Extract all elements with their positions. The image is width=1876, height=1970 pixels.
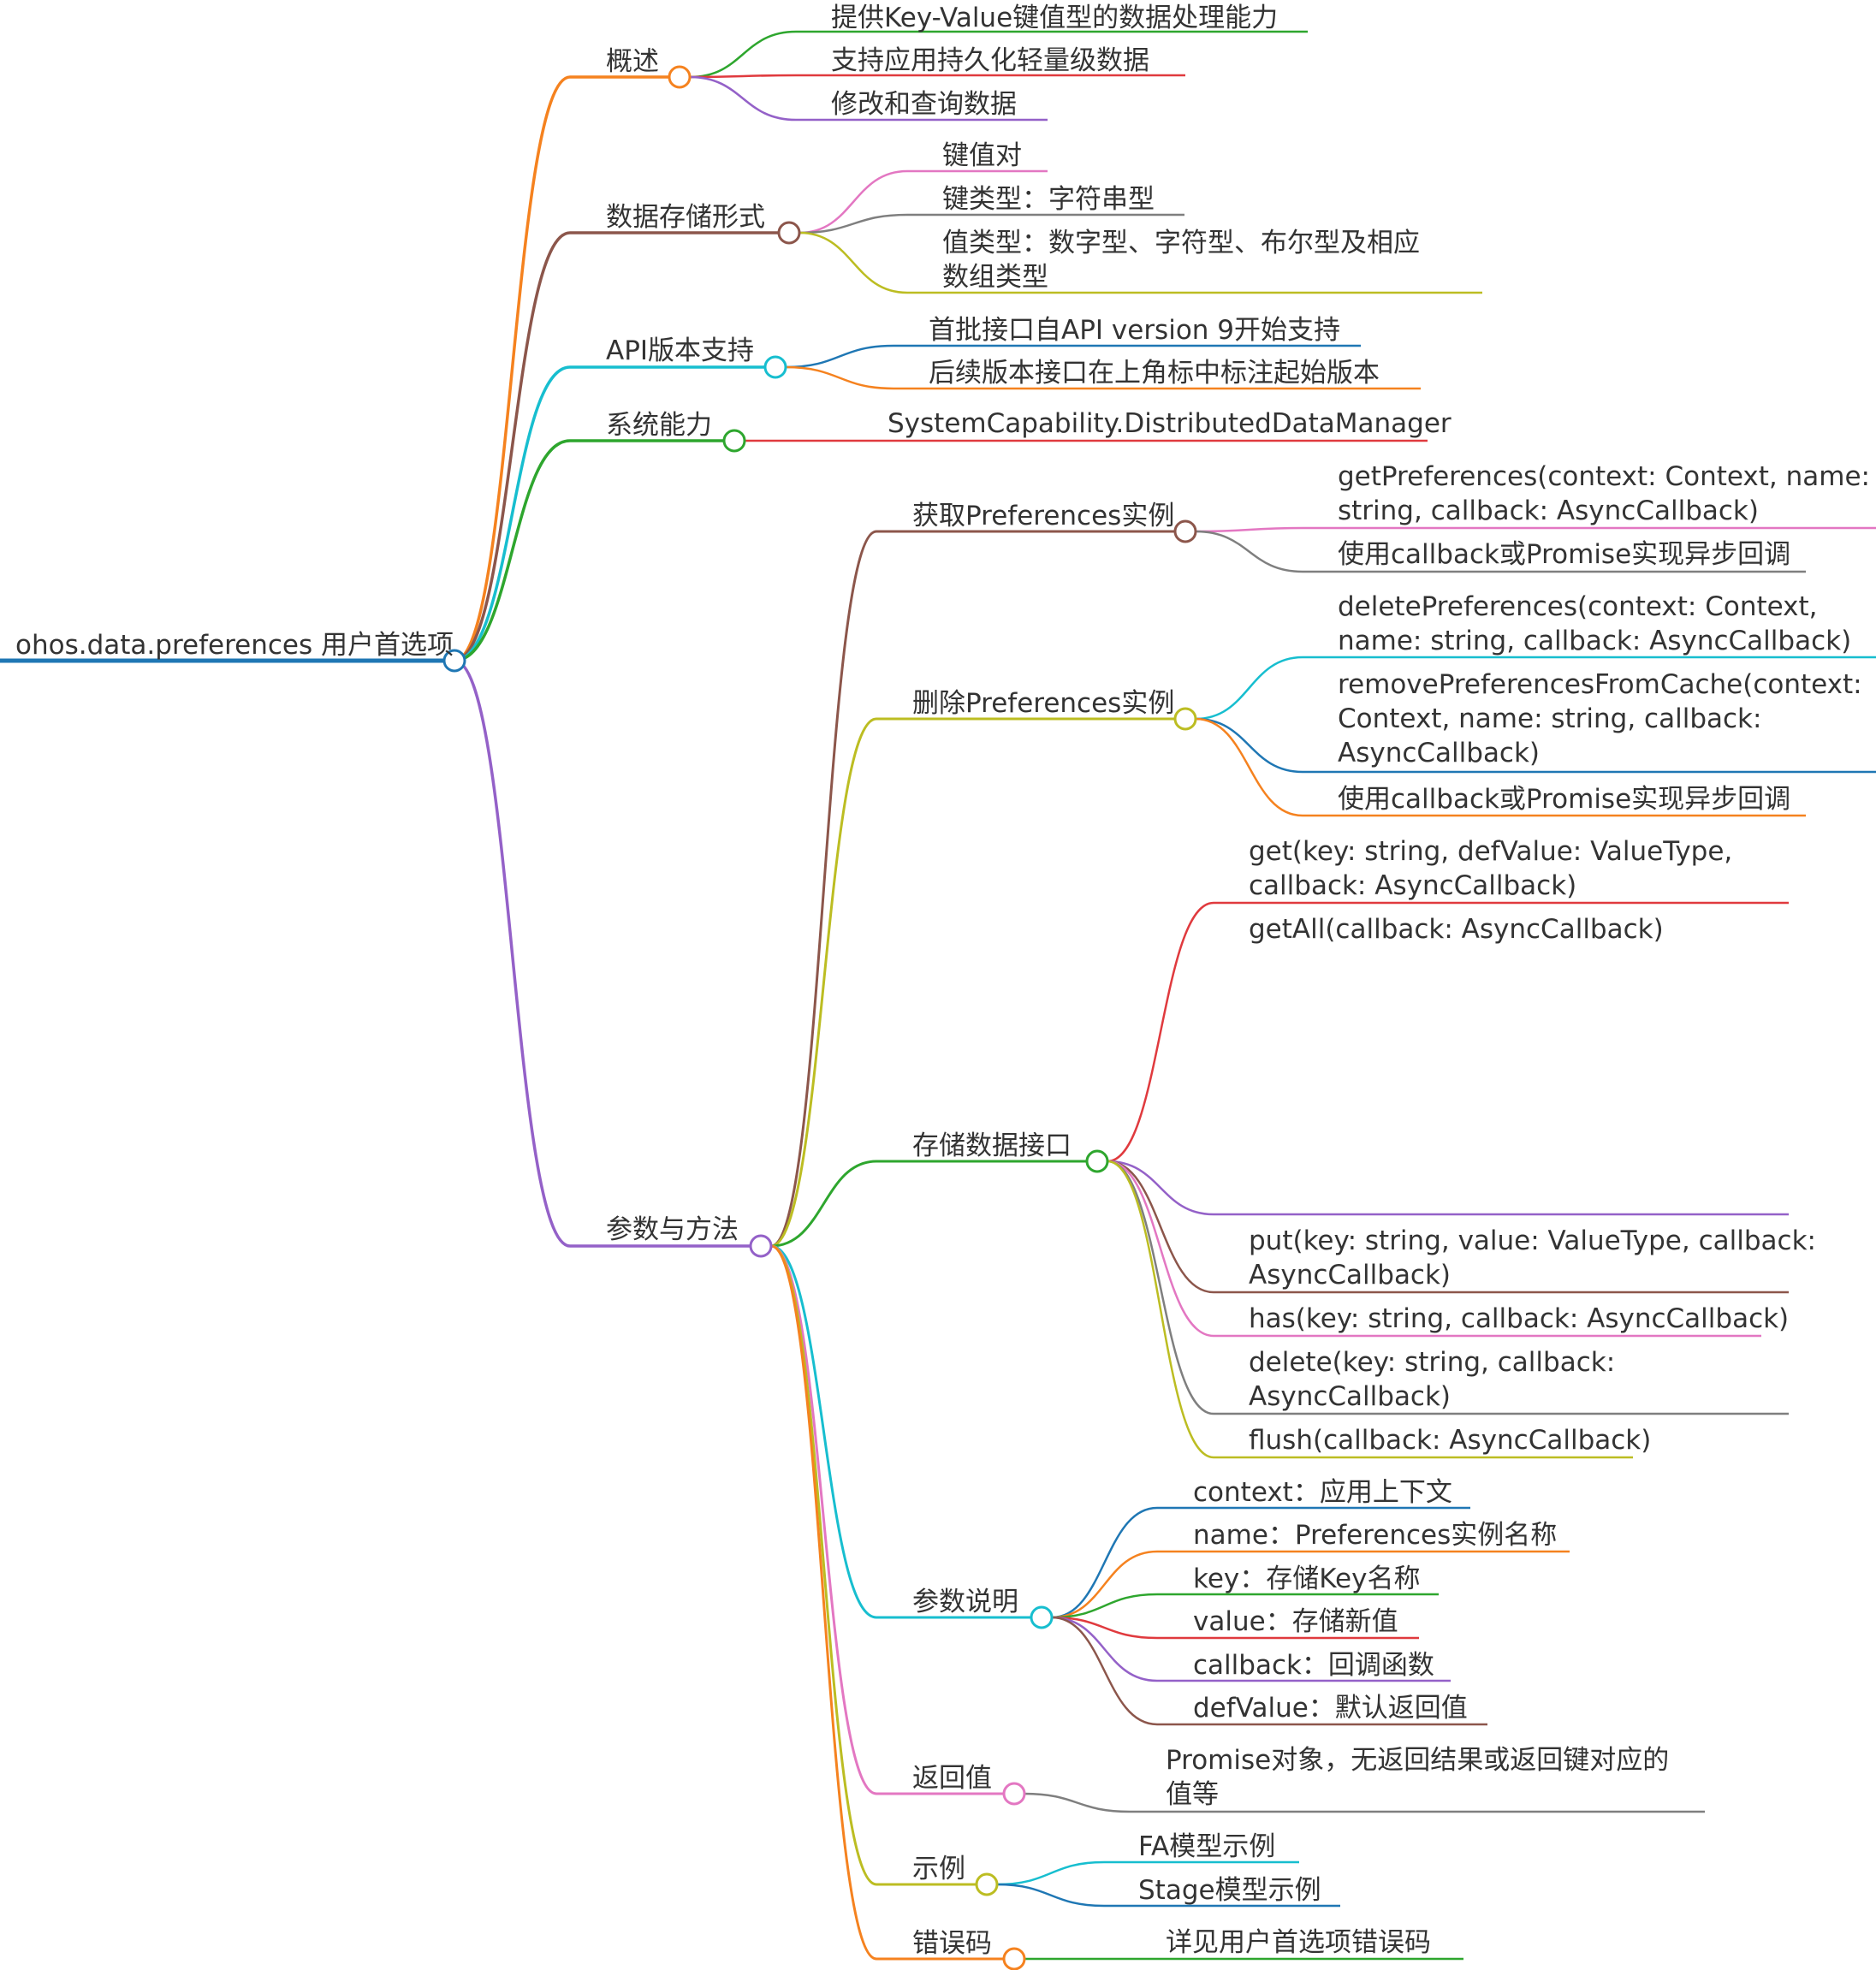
error-code-item[interactable]: 详见用户首选项错误码 [1166,1927,1431,1958]
subtopic-collapse-dot[interactable] [1173,519,1197,543]
subtopic-collapse-dot[interactable] [975,1872,999,1896]
branch-connector [770,1160,877,1248]
leaf-connector [996,1883,1105,1908]
system-capability-item: SystemCapability.DistributedDataManager [888,408,1452,439]
leaf-connector [1195,717,1303,774]
delete-instance-item: deletePreferences(context: Context, name… [1338,591,1852,656]
parameter-item: callback：回调函数 [1193,1650,1434,1681]
branch-connector [770,1244,877,1795]
subtopic-storage-api-label[interactable]: 存储数据接口 [912,1130,1072,1161]
leaf-connector [1107,901,1214,1163]
subtopic-get-instance-label[interactable]: 获取Preferences实例 [912,501,1175,531]
branch-storage-form-label[interactable]: 数据存储形式 [606,202,765,233]
root-collapse-dot[interactable] [442,649,466,673]
branch-connector [770,1244,877,1886]
leaf-connector [996,1860,1105,1886]
parameter-item: defValue：默认返回值 [1193,1693,1468,1724]
leaf-connector [1051,1506,1158,1619]
branch-api-version-label[interactable]: API版本支持 [606,335,755,366]
branch-collapse-dot[interactable] [777,221,801,245]
subtopic-collapse-dot[interactable] [1002,1947,1026,1970]
branch-connector [454,439,571,662]
storage-form-item: 键类型：字符串型 [942,184,1155,215]
branch-connector [454,75,571,662]
branch-overview-label[interactable]: 概述 [606,46,659,77]
leaf-connector [1195,717,1303,817]
leaf-connector [1024,1792,1131,1813]
example-item[interactable]: FA模型示例 [1138,1831,1276,1862]
overview-item: 修改和查询数据 [831,89,1017,120]
leaf-connector [798,231,908,294]
parameter-item: name：Preferences实例名称 [1193,1520,1558,1551]
branch-connector [454,231,571,662]
branch-collapse-dot[interactable] [763,355,787,379]
storage-api-item: flush(callback: AsyncCallback) [1249,1425,1652,1456]
branch-system-capability-label[interactable]: 系统能力 [606,410,712,441]
subtopic-delete-instance-label[interactable]: 删除Preferences实例 [912,688,1175,719]
leaf-connector [1195,526,1303,533]
leaf-connector [1107,1160,1214,1294]
leaf-connector [689,74,797,79]
subtopic-error-code-label[interactable]: 错误码 [912,1928,992,1959]
subtopic-collapse-dot[interactable] [1085,1149,1109,1173]
storage-form-item: 键值对 [942,140,1022,171]
get-instance-item: getPreferences(context: Context, name: s… [1338,461,1870,526]
leaf-connector [785,344,894,369]
branch-connector [454,365,571,662]
parameter-item: context：应用上下文 [1193,1477,1452,1508]
leaf-connector [1107,1160,1214,1415]
leaf-connector [1051,1616,1158,1682]
storage-api-item: put(key: string, value: ValueType, callb… [1249,1225,1816,1291]
branch-params-methods-label[interactable]: 参数与方法 [606,1214,739,1245]
leaf-connector [1051,1616,1158,1726]
return-value-item: Promise对象，无返回结果或返回键对应的 值等 [1166,1745,1670,1810]
subtopic-collapse-dot[interactable] [1030,1605,1054,1629]
branch-collapse-dot[interactable] [749,1234,773,1258]
subtopic-parameters-label[interactable]: 参数说明 [912,1587,1018,1617]
api-version-item: 首批接口自API version 9开始支持 [929,315,1341,346]
parameter-item: value：存储新值 [1193,1606,1398,1637]
example-item[interactable]: Stage模型示例 [1138,1875,1321,1906]
branch-connector [770,717,877,1248]
api-version-item: 后续版本接口在上角标中标注起始版本 [929,358,1380,389]
leaf-connector [689,75,797,122]
branch-connector [770,530,877,1248]
overview-item: 支持应用持久化轻量级数据 [831,45,1149,76]
subtopic-example-label[interactable]: 示例 [912,1854,965,1884]
storage-api-item: delete(key: string, callback: AsyncCallb… [1249,1347,1616,1412]
delete-instance-item: removePreferencesFromCache(context: Cont… [1338,669,1862,768]
storage-api-item: get(key: string, defValue: ValueType, ca… [1249,836,1733,901]
overview-item: 提供Key-Value键值型的数据处理能力 [831,3,1279,33]
branch-collapse-dot[interactable] [668,65,692,89]
leaf-connector [798,169,908,234]
storage-api-item: getAll(callback: AsyncCallback) [1249,914,1664,945]
leaf-connector [1195,656,1303,721]
root-label[interactable]: ohos.data.preferences 用户首选项 [15,630,454,661]
leaf-connector [1107,1160,1214,1338]
branch-connector [770,1244,877,1961]
delete-instance-item: 使用callback或Promise实现异步回调 [1338,784,1791,815]
subtopic-collapse-dot[interactable] [1002,1782,1026,1806]
storage-api-item: has(key: string, callback: AsyncCallback… [1249,1303,1790,1334]
leaf-connector [1107,1160,1214,1216]
leaf-connector [1051,1616,1158,1640]
leaf-connector [689,30,797,79]
branch-connector [454,659,571,1248]
leaf-connector [1051,1550,1158,1619]
get-instance-item: 使用callback或Promise实现异步回调 [1338,539,1791,570]
leaf-connector [1195,530,1303,573]
subtopic-return-value-label[interactable]: 返回值 [912,1763,992,1794]
leaf-connector [1051,1593,1158,1619]
parameter-item: key：存储Key名称 [1193,1564,1421,1594]
branch-connector [770,1244,877,1619]
leaf-connector [1107,1160,1214,1459]
branch-collapse-dot[interactable] [722,429,746,453]
subtopic-collapse-dot[interactable] [1173,707,1197,731]
leaf-connector [785,365,894,390]
storage-form-item: 值类型：数字型、字符型、布尔型及相应 数组类型 [942,228,1420,293]
leaf-connector [798,213,908,234]
